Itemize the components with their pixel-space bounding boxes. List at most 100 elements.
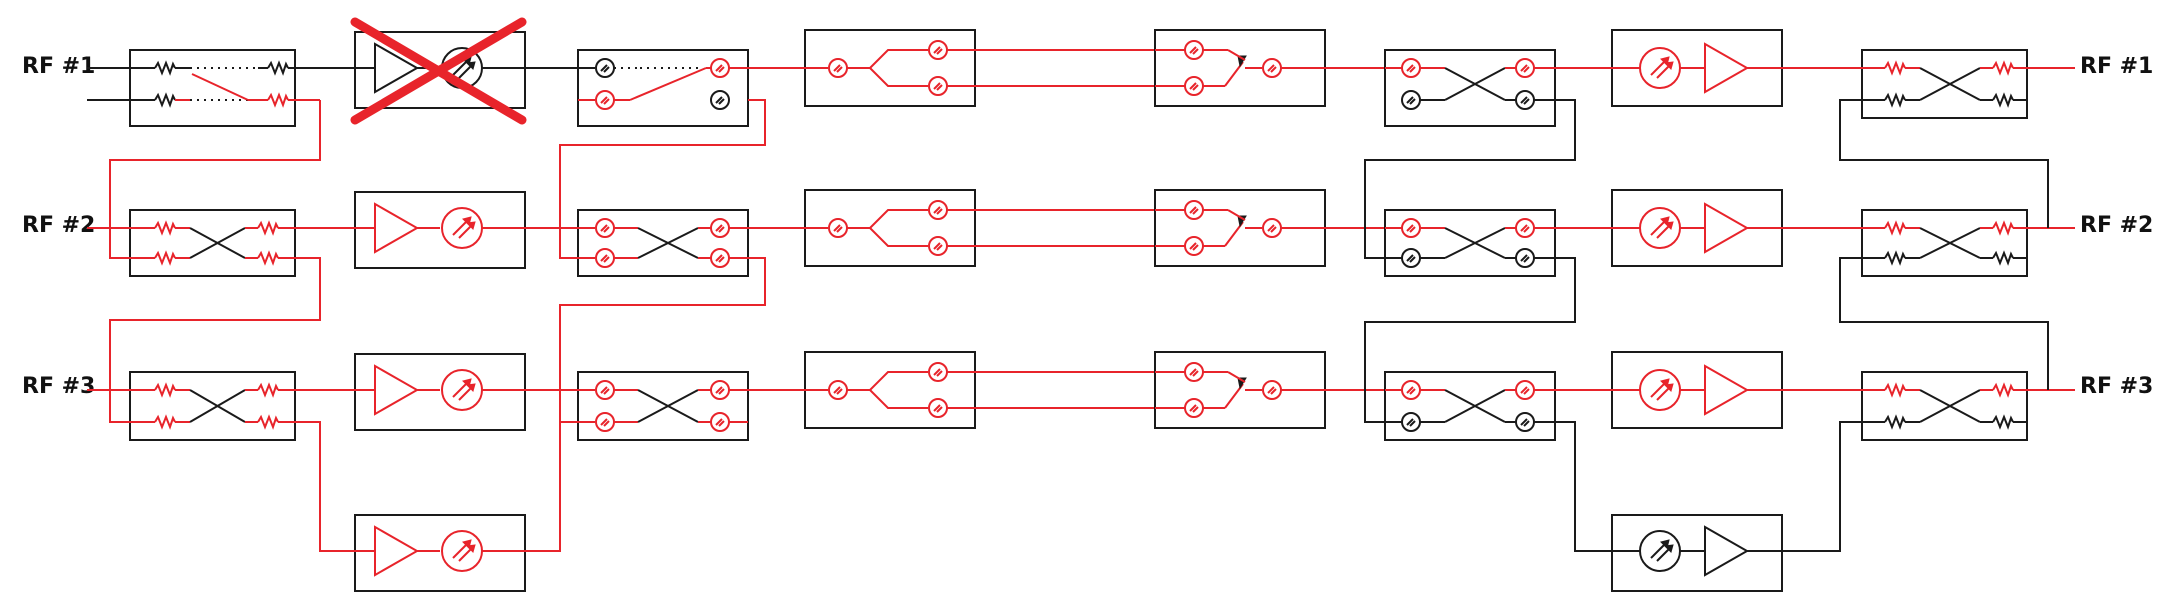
spare-wire-6 xyxy=(525,422,561,552)
port-mark xyxy=(718,226,725,233)
output-label-rf1: RF #1 xyxy=(2080,54,2154,79)
port-mark xyxy=(1523,420,1530,427)
input-hybrid-3 xyxy=(129,371,296,441)
port-mark xyxy=(1189,242,1197,250)
port-mark xyxy=(1192,84,1199,91)
cross-line xyxy=(189,389,246,423)
port-mark xyxy=(718,256,725,263)
input-hybrid-2 xyxy=(129,209,296,277)
wire xyxy=(869,67,928,87)
resistor-icon xyxy=(257,414,279,430)
port-mark xyxy=(1189,82,1197,90)
output-label-rf2: RF #2 xyxy=(2080,213,2154,238)
port-mark xyxy=(1409,98,1416,105)
port-mark xyxy=(1523,256,1530,263)
port-mark xyxy=(936,208,943,215)
lna-box-1 xyxy=(354,31,526,109)
resistor-icon xyxy=(154,92,176,108)
cross-line xyxy=(189,227,246,259)
port-mark xyxy=(1270,226,1277,233)
resistor-icon xyxy=(267,92,289,108)
resistor-icon xyxy=(1884,60,1906,76)
resistor-icon xyxy=(257,250,279,266)
resistor-icon xyxy=(267,60,289,76)
port-mark xyxy=(1520,224,1528,232)
port-mark xyxy=(1267,64,1275,72)
output-hybrid-1 xyxy=(1861,49,2028,119)
spare-wire-2 xyxy=(109,257,321,423)
cross-line xyxy=(1919,389,1981,423)
input-label-rf2: RF #2 xyxy=(22,213,96,238)
port-mark xyxy=(933,368,941,376)
port-mark xyxy=(718,98,725,105)
port-mark xyxy=(600,64,608,72)
port-mark xyxy=(600,254,608,262)
amplifier-icon xyxy=(1704,525,1750,577)
port-mark xyxy=(715,386,723,394)
port-mark xyxy=(1406,224,1414,232)
amplifier-icon xyxy=(1704,364,1750,416)
input-label-rf1: RF #1 xyxy=(22,54,96,79)
port-mark xyxy=(936,84,943,91)
amplifier-icon xyxy=(1704,42,1750,94)
resistor-icon xyxy=(1992,92,2014,108)
port-mark xyxy=(936,244,943,251)
redundancy-switch-1 xyxy=(577,49,749,127)
amplifier-icon xyxy=(374,364,420,416)
amplifier-icon xyxy=(1704,202,1750,254)
resistor-icon xyxy=(1992,382,2014,398)
port-mark xyxy=(1192,208,1199,215)
phase-shifter-icon xyxy=(441,207,483,249)
port-mark xyxy=(1189,404,1197,412)
port-mark xyxy=(715,64,723,72)
port-mark xyxy=(1406,254,1414,262)
port-mark xyxy=(603,388,610,395)
spare-out-1 xyxy=(1839,99,2049,228)
phase-arrow-head xyxy=(1663,221,1674,230)
spare-wire-5 xyxy=(559,257,766,423)
spare-out-3 xyxy=(1782,421,1862,552)
wire xyxy=(869,227,928,247)
output-switch-3 xyxy=(1384,371,1556,441)
resistor-icon xyxy=(1884,414,1906,430)
port-mark xyxy=(603,66,610,73)
port-mark xyxy=(715,224,723,232)
port-mark xyxy=(1409,388,1416,395)
port-mark xyxy=(1406,386,1414,394)
port-mark xyxy=(718,388,725,395)
lna-box-2 xyxy=(354,191,526,269)
amplifier-icon xyxy=(374,42,420,94)
port-mark xyxy=(1409,226,1416,233)
phase-arrow-head xyxy=(1663,544,1674,553)
output-switch-1 xyxy=(1384,49,1556,127)
amplifier-icon xyxy=(374,525,420,577)
phase-shifter-icon xyxy=(1639,47,1681,89)
port-mark xyxy=(600,386,608,394)
phase-shifter-icon xyxy=(1639,369,1681,411)
port-mark xyxy=(1192,48,1199,55)
port-mark xyxy=(718,66,725,73)
spare-return-2 xyxy=(1364,257,1576,423)
port-mark xyxy=(718,420,725,427)
phase-arrow-head xyxy=(465,383,476,392)
resistor-icon xyxy=(154,60,176,76)
port-mark xyxy=(936,406,943,413)
port-mark xyxy=(1189,206,1197,214)
port-mark xyxy=(936,48,943,55)
port-mark xyxy=(715,254,723,262)
port-mark xyxy=(1520,418,1528,426)
port-mark xyxy=(1192,406,1199,413)
cross-line xyxy=(1444,389,1506,423)
port-mark xyxy=(1192,244,1199,251)
wire xyxy=(1227,371,1246,383)
phase-arrow-head xyxy=(465,544,476,553)
port-mark xyxy=(603,420,610,427)
resistor-icon xyxy=(1992,250,2014,266)
port-mark xyxy=(1192,370,1199,377)
port-mark xyxy=(1523,226,1530,233)
resistor-icon xyxy=(154,382,176,398)
resistor-icon xyxy=(1884,220,1906,236)
cross-line xyxy=(1919,67,1981,101)
failure-cross-icon xyxy=(350,17,527,125)
